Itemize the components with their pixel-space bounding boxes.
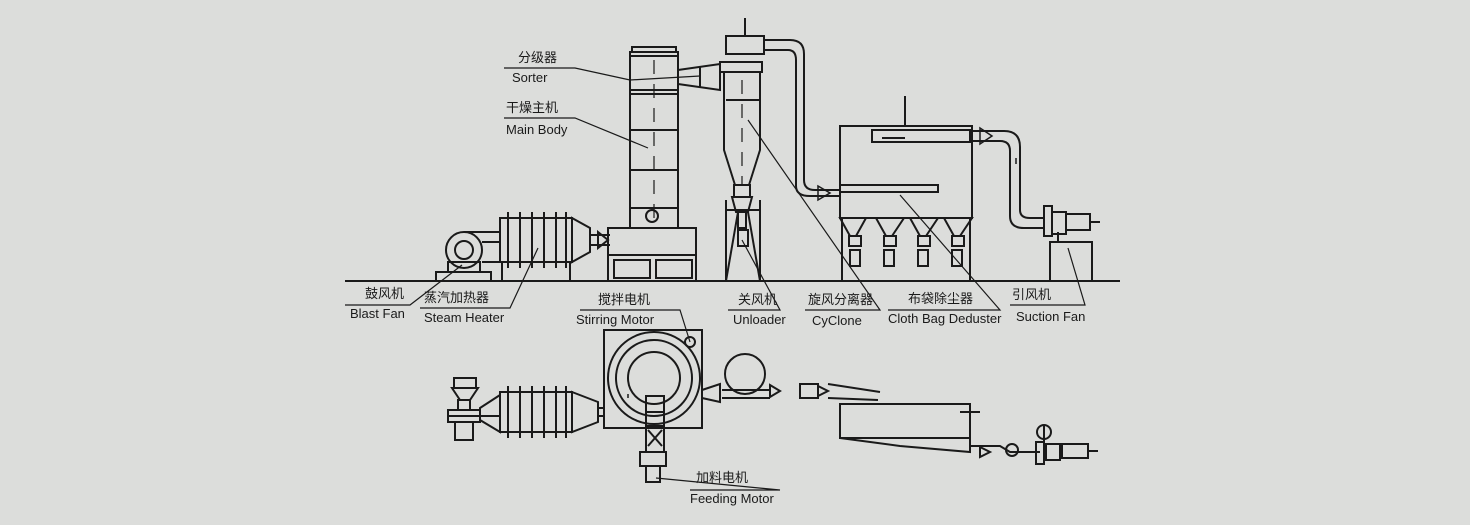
label-cloth-bag-en: Cloth Bag Deduster <box>888 311 1002 326</box>
label-cyclone-cn: 旋风分离器 <box>808 292 873 308</box>
leader-cloth-bag <box>888 194 1002 311</box>
leader-feeding-motor <box>655 477 781 491</box>
leader-sorter <box>504 67 631 81</box>
label-feeding-motor-cn: 加料电机 <box>696 471 748 486</box>
label-unloader-cn: 关风机 <box>738 293 777 308</box>
leader-unloader <box>728 239 782 311</box>
suction-fan-plan <box>970 424 1098 465</box>
blast-fan-elevation <box>435 231 501 282</box>
steam-heater-elevation <box>499 212 610 282</box>
label-blast-fan-en: Blast Fan <box>350 306 405 321</box>
label-cloth-bag-cn: 布袋除尘器 <box>908 292 973 307</box>
leader-steam-heater <box>420 247 539 309</box>
label-sorter-en: Sorter <box>512 70 548 85</box>
leader-cyclone <box>747 119 882 311</box>
leader-suction-fan <box>1010 247 1086 306</box>
suction-fan-elevation <box>1043 205 1100 282</box>
cyclone-plan <box>722 353 770 399</box>
feeding-motor-plan <box>639 395 667 483</box>
label-suction-fan-en: Suction Fan <box>1016 309 1085 324</box>
feed-hopper-plan <box>447 377 500 441</box>
label-blast-fan-cn: 鼓风机 <box>365 287 404 302</box>
label-steam-heater-cn: 蒸汽加热器 <box>424 291 489 306</box>
cyclone-elevation <box>719 18 765 282</box>
leader-main-body <box>504 117 649 149</box>
label-main-body-en: Main Body <box>506 122 568 137</box>
label-unloader-en: Unloader <box>733 312 786 327</box>
duct-plan <box>769 383 881 401</box>
label-stirring-motor-en: Stirring Motor <box>576 312 655 327</box>
main-body-elevation <box>607 46 721 282</box>
duct-cyclone-to-bag <box>764 39 840 197</box>
label-sorter-cn: 分级器 <box>518 51 557 66</box>
label-main-body-cn: 干燥主机 <box>506 101 558 116</box>
label-cyclone-en: CyClone <box>812 313 862 328</box>
main-body-plan <box>603 329 721 429</box>
label-suction-fan-cn: 引风机 <box>1012 288 1051 303</box>
duct-bag-to-suction <box>972 130 1044 229</box>
label-steam-heater-en: Steam Heater <box>424 310 505 325</box>
cloth-bag-deduster-elevation <box>838 96 974 281</box>
label-feeding-motor-en: Feeding Motor <box>690 491 774 506</box>
cloth-bag-deduster-plan <box>839 403 980 454</box>
leader-blast-fan <box>345 264 463 306</box>
label-stirring-motor-cn: 搅拌电机 <box>598 292 650 308</box>
steam-heater-plan <box>479 386 604 438</box>
leader-stirring-motor <box>580 309 691 343</box>
